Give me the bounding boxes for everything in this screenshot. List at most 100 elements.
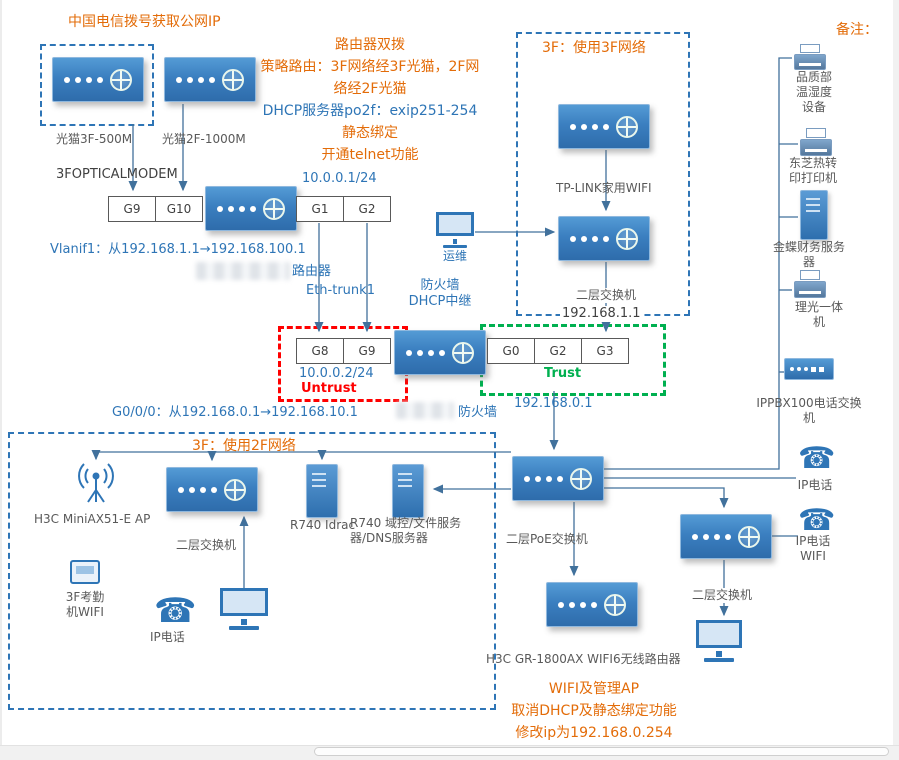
globe-icon	[616, 115, 638, 138]
ap-label: H3C MiniAX51-E AP	[34, 512, 151, 526]
redacted-firewall-brand	[396, 402, 454, 419]
router-port-g9[interactable]: G9	[108, 196, 156, 222]
modem-3f-label: 光猫3F-500M	[56, 132, 133, 146]
router-name-label: 路由器	[292, 264, 332, 279]
note-telnet: 开通telnet功能	[321, 147, 419, 163]
firewall-port-g3[interactable]: G3	[581, 338, 629, 364]
right-switch-device[interactable]	[680, 514, 772, 559]
modem-3f-zone[interactable]	[40, 44, 154, 126]
lan-ip-label: 192.168.0.1	[514, 396, 593, 411]
kingdee-server-label: 金蝶财务服务器	[772, 240, 845, 269]
firewall-port-g8[interactable]: G8	[296, 338, 344, 364]
toshiba-printer-label: 东芝热转印打印机	[788, 156, 837, 185]
modem-3f-device[interactable]	[52, 57, 144, 102]
firewall-dhcp-note: 防火墙 DHCP中继	[408, 278, 472, 310]
globe-icon	[263, 197, 285, 220]
floor2-switch-label: 二层交换机	[176, 538, 237, 552]
device-leds	[558, 601, 597, 608]
vlanif-note: Vlanif1：从192.168.1.1→192.168.100.1	[50, 242, 306, 257]
ip-phone-icon[interactable]: ☎	[798, 441, 836, 476]
globe-icon	[110, 68, 132, 91]
note-dhcp-server: DHCP服务器po2f：exip251-254	[262, 103, 478, 119]
r740-dc-label: R740 域控/文件服务器/DNS服务器	[350, 516, 462, 545]
ip-phone-2f-label: IP电话	[150, 630, 185, 644]
floor3-switch-label: 二层交换机	[574, 288, 639, 303]
ops-computer-icon[interactable]	[436, 212, 474, 248]
remark-label: 备注：	[836, 22, 878, 38]
globe-icon	[570, 467, 592, 490]
router-port-g10[interactable]: G10	[155, 196, 203, 222]
right-switch-label: 二层交换机	[690, 588, 755, 603]
workstation-icon[interactable]	[220, 588, 268, 630]
wifi-ap-icon[interactable]	[78, 460, 114, 506]
poe-switch-label: 二层PoE交换机	[506, 532, 588, 546]
ip-phone-wifi-icon[interactable]: ☎	[798, 503, 836, 538]
firewall-name-label: 防火墙	[458, 405, 498, 420]
device-leds	[570, 235, 609, 242]
firewall-device[interactable]	[394, 330, 486, 375]
device-leds	[217, 205, 256, 212]
left-edge-divider	[0, 0, 2, 745]
router-port-g1[interactable]: G1	[296, 196, 344, 222]
ippbx-device-icon[interactable]	[784, 358, 834, 380]
redacted-router-brand	[196, 262, 290, 280]
floor3-switch-device[interactable]	[558, 216, 650, 261]
quality-device-label: 品质部温湿度设备	[795, 70, 832, 114]
poe-switch-device[interactable]	[512, 456, 604, 501]
device-leds	[570, 123, 609, 130]
ip-phone-wifi-label: IP电话WIFI	[795, 534, 831, 563]
floor2-network-zone[interactable]	[8, 432, 496, 710]
firewall-port-g0[interactable]: G0	[487, 338, 535, 364]
note-wifi-mgmt: WIFI及管理AP	[548, 681, 640, 697]
device-leds	[178, 486, 217, 493]
tplink-wifi-device[interactable]	[558, 104, 650, 149]
humidity-device-icon[interactable]	[794, 44, 826, 70]
horizontal-scrollbar-thumb[interactable]	[314, 747, 889, 756]
device-leds	[176, 76, 215, 83]
right-computer-icon[interactable]	[696, 620, 742, 662]
core-router-device[interactable]	[205, 186, 297, 231]
note-dual-dial: 路由器双拨	[335, 37, 405, 53]
h3c-wifi6-router-device[interactable]	[546, 582, 638, 627]
router-notes-block: 路由器双拨 策略路由：3F网络经3F光猫，2F网络经2F光猫 DHCP服务器po…	[255, 34, 485, 166]
ops-label: 运维	[443, 249, 468, 263]
globe-icon	[738, 525, 760, 548]
toshiba-printer-icon[interactable]	[800, 128, 832, 156]
trust-ip-label: 192.168.1.1	[560, 306, 643, 323]
floor2-switch-device[interactable]	[166, 467, 258, 512]
r740-idrac-label: R740 Idrac	[290, 518, 356, 532]
device-leds	[692, 533, 731, 540]
r740-dc-server-icon[interactable]	[392, 464, 424, 518]
eth-trunk-label: Eth-trunk1	[306, 283, 375, 298]
device-leds	[406, 349, 445, 356]
ricoh-printer-icon[interactable]	[794, 270, 826, 298]
ip-phone-label: IP电话	[797, 478, 833, 492]
note-policy-route: 策略路由：3F网络经3F光猫，2F网络经2F光猫	[260, 59, 480, 97]
router-wan-ip: 10.0.0.1/24	[302, 171, 377, 186]
note-change-ip: 修改ip为192.168.0.254	[515, 725, 673, 741]
firewall-port-g9[interactable]: G9	[343, 338, 391, 364]
ip-phone-2f-icon[interactable]: ☎	[154, 591, 197, 631]
globe-icon	[604, 593, 626, 616]
floor2-zone-title: 3F：使用2F网络	[192, 438, 296, 454]
firewall-port-g2[interactable]: G2	[534, 338, 582, 364]
ippbx-label: IPPBX100电话交换机	[756, 396, 862, 425]
h3c-router-label: H3C GR-1800AX WIFI6无线路由器	[486, 652, 681, 666]
router-port-g2[interactable]: G2	[343, 196, 391, 222]
vertical-scrollbar-track[interactable]	[893, 0, 899, 745]
floor3-network-zone[interactable]	[516, 32, 690, 316]
r740-idrac-server-icon[interactable]	[306, 464, 338, 518]
kingdee-server-icon[interactable]	[800, 190, 828, 240]
untrust-zone-label: Untrust	[301, 381, 357, 396]
optical-modem-label: 3FOPTICALMODEM	[56, 167, 178, 182]
globe-icon	[452, 341, 474, 364]
tplink-label: TP-LINK家用WIFI	[556, 181, 652, 195]
globe-icon	[224, 478, 246, 501]
modem-2f-device[interactable]	[164, 57, 256, 102]
device-leds	[64, 76, 103, 83]
attendance-machine-icon[interactable]	[70, 560, 100, 584]
bottom-notes-block: WIFI及管理AP 取消DHCP及静态绑定功能 修改ip为192.168.0.2…	[468, 678, 720, 744]
trust-zone-label: Trust	[544, 366, 582, 381]
g000-note: G0/0/0：从192.168.0.1→192.168.10.1	[112, 405, 358, 420]
floor3-zone-title: 3F：使用3F网络	[542, 40, 646, 56]
